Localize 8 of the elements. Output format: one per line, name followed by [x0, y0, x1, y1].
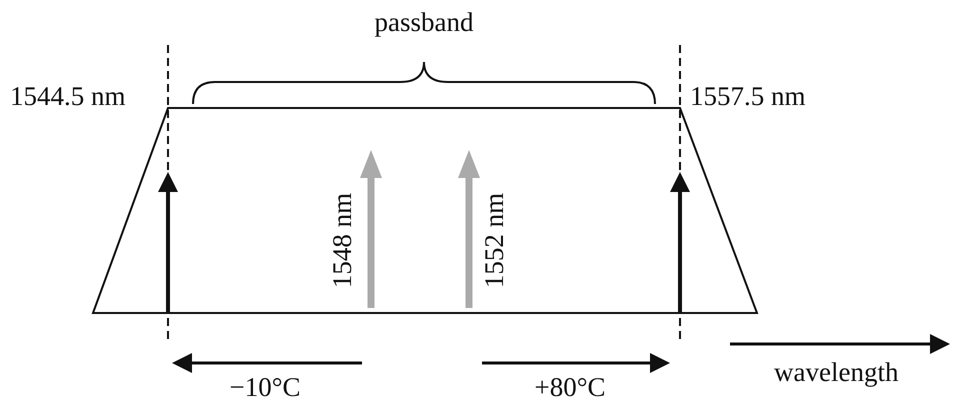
- wavelength-label: 1552 nm: [480, 192, 508, 288]
- wavelength-label: 1544.5 nm: [10, 82, 126, 110]
- temperature-label: −10°C: [230, 374, 301, 400]
- band-label: passband: [374, 8, 474, 36]
- wavelength-label: 1557.5 nm: [690, 82, 806, 110]
- axis-label: wavelength: [774, 358, 898, 386]
- temperature-label: +80°C: [534, 374, 606, 400]
- wavelength-label: 1548 nm: [328, 192, 356, 288]
